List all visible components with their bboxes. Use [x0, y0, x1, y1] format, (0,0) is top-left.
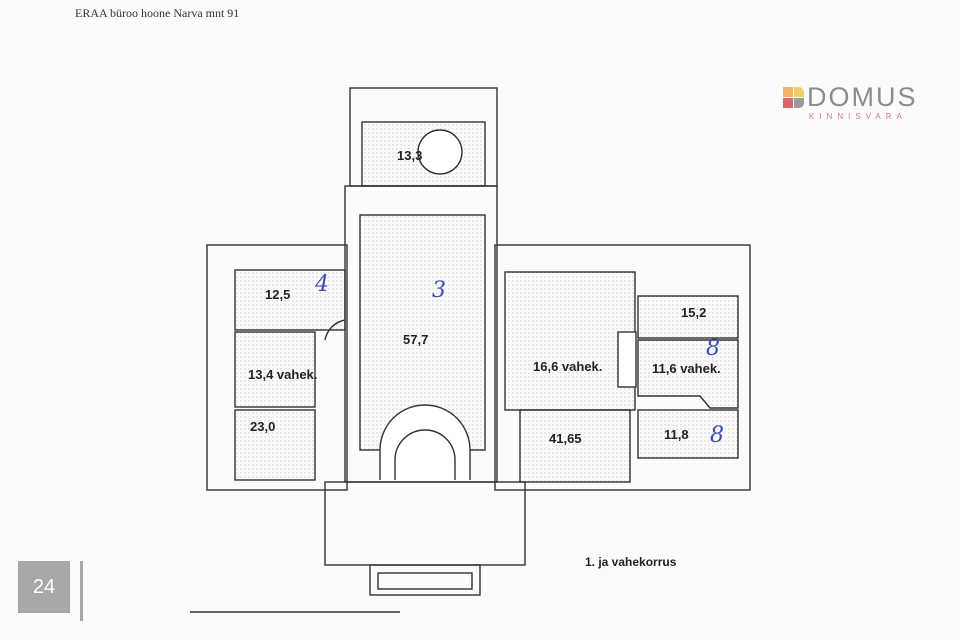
room-15-2 [637, 295, 739, 339]
entrance-arch-inner [394, 429, 456, 480]
page-number-badge: 24 [18, 561, 70, 613]
logo-subtitle: KINNISVARA [809, 112, 907, 121]
room-label: 11,8 [664, 427, 689, 442]
room-13-4 [234, 331, 316, 408]
room-label: 15,2 [681, 305, 707, 320]
right-wing [494, 244, 751, 491]
floor-caption: 1. ja vahekorrus [585, 555, 677, 569]
handwritten-mark: 8 [710, 423, 724, 448]
left-wing [206, 244, 348, 491]
logo-square [794, 98, 804, 108]
room-label: 11,6 vahek. [652, 361, 721, 376]
room-23-0 [234, 409, 316, 481]
logo-name: DOMUS [807, 82, 918, 112]
handwritten-mark: 4 [315, 272, 329, 297]
left-stair [324, 319, 346, 341]
entrance-arch [379, 404, 471, 480]
logo-square [794, 87, 804, 97]
handwritten-mark: 3 [432, 278, 446, 303]
room-label: 41,65 [549, 431, 582, 446]
room-11-8 [637, 409, 739, 459]
room-label: 13,4 vahek. [248, 367, 318, 382]
room-11-6 [637, 339, 739, 409]
document-title: ERAA büroo hoone Narva mnt 91 [75, 6, 240, 20]
room-16-6 [504, 271, 636, 411]
spiral-stair [417, 129, 463, 175]
room-label: 23,0 [250, 419, 276, 434]
entrance-steps [369, 564, 481, 596]
room-label: 12,5 [265, 287, 291, 302]
handwritten-mark: 8 [706, 336, 720, 361]
room-label: 16,6 vahek. [533, 359, 603, 374]
bottom-porch [324, 481, 526, 566]
badge-shadow [70, 561, 83, 621]
chimney [617, 331, 637, 388]
room-41-65 [519, 409, 631, 483]
logo-square [783, 98, 793, 108]
room-label: 57,7 [403, 332, 429, 347]
logo-square [783, 87, 793, 97]
room-label: 13,3 [397, 148, 423, 163]
room-12-5 [234, 269, 346, 331]
entrance-step-inner [377, 572, 473, 590]
